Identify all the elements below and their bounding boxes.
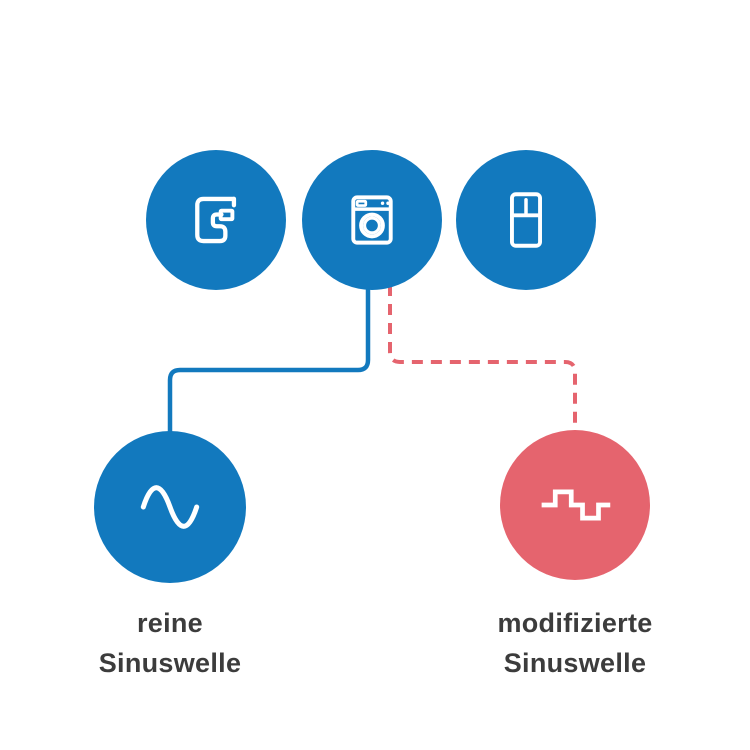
pure-sine-label-line1: reine	[136, 608, 204, 638]
coffee-machine-circle	[146, 150, 286, 290]
red-dashed-connector-line	[388, 285, 577, 436]
sine-wave-icon	[140, 485, 200, 529]
modified-sine-circle	[500, 430, 650, 580]
modified-sine-label-line2: Sinuswelle	[503, 648, 647, 678]
modified-sine-label-line1: modifizierte	[497, 608, 653, 638]
washing-machine-circle	[302, 150, 442, 290]
coffee-machine-icon	[195, 196, 237, 244]
washing-machine-icon	[351, 195, 393, 245]
pure-sine-circle	[94, 431, 246, 583]
refrigerator-icon	[510, 192, 542, 248]
pure-sine-label-line2: Sinuswelle	[98, 648, 242, 678]
modified-sine-label: modifizierte Sinuswelle	[403, 603, 747, 683]
blue-connector-line	[167, 285, 371, 436]
refrigerator-circle	[456, 150, 596, 290]
modified-sine-wave-icon	[541, 489, 611, 521]
pure-sine-label: reine Sinuswelle	[20, 603, 320, 683]
